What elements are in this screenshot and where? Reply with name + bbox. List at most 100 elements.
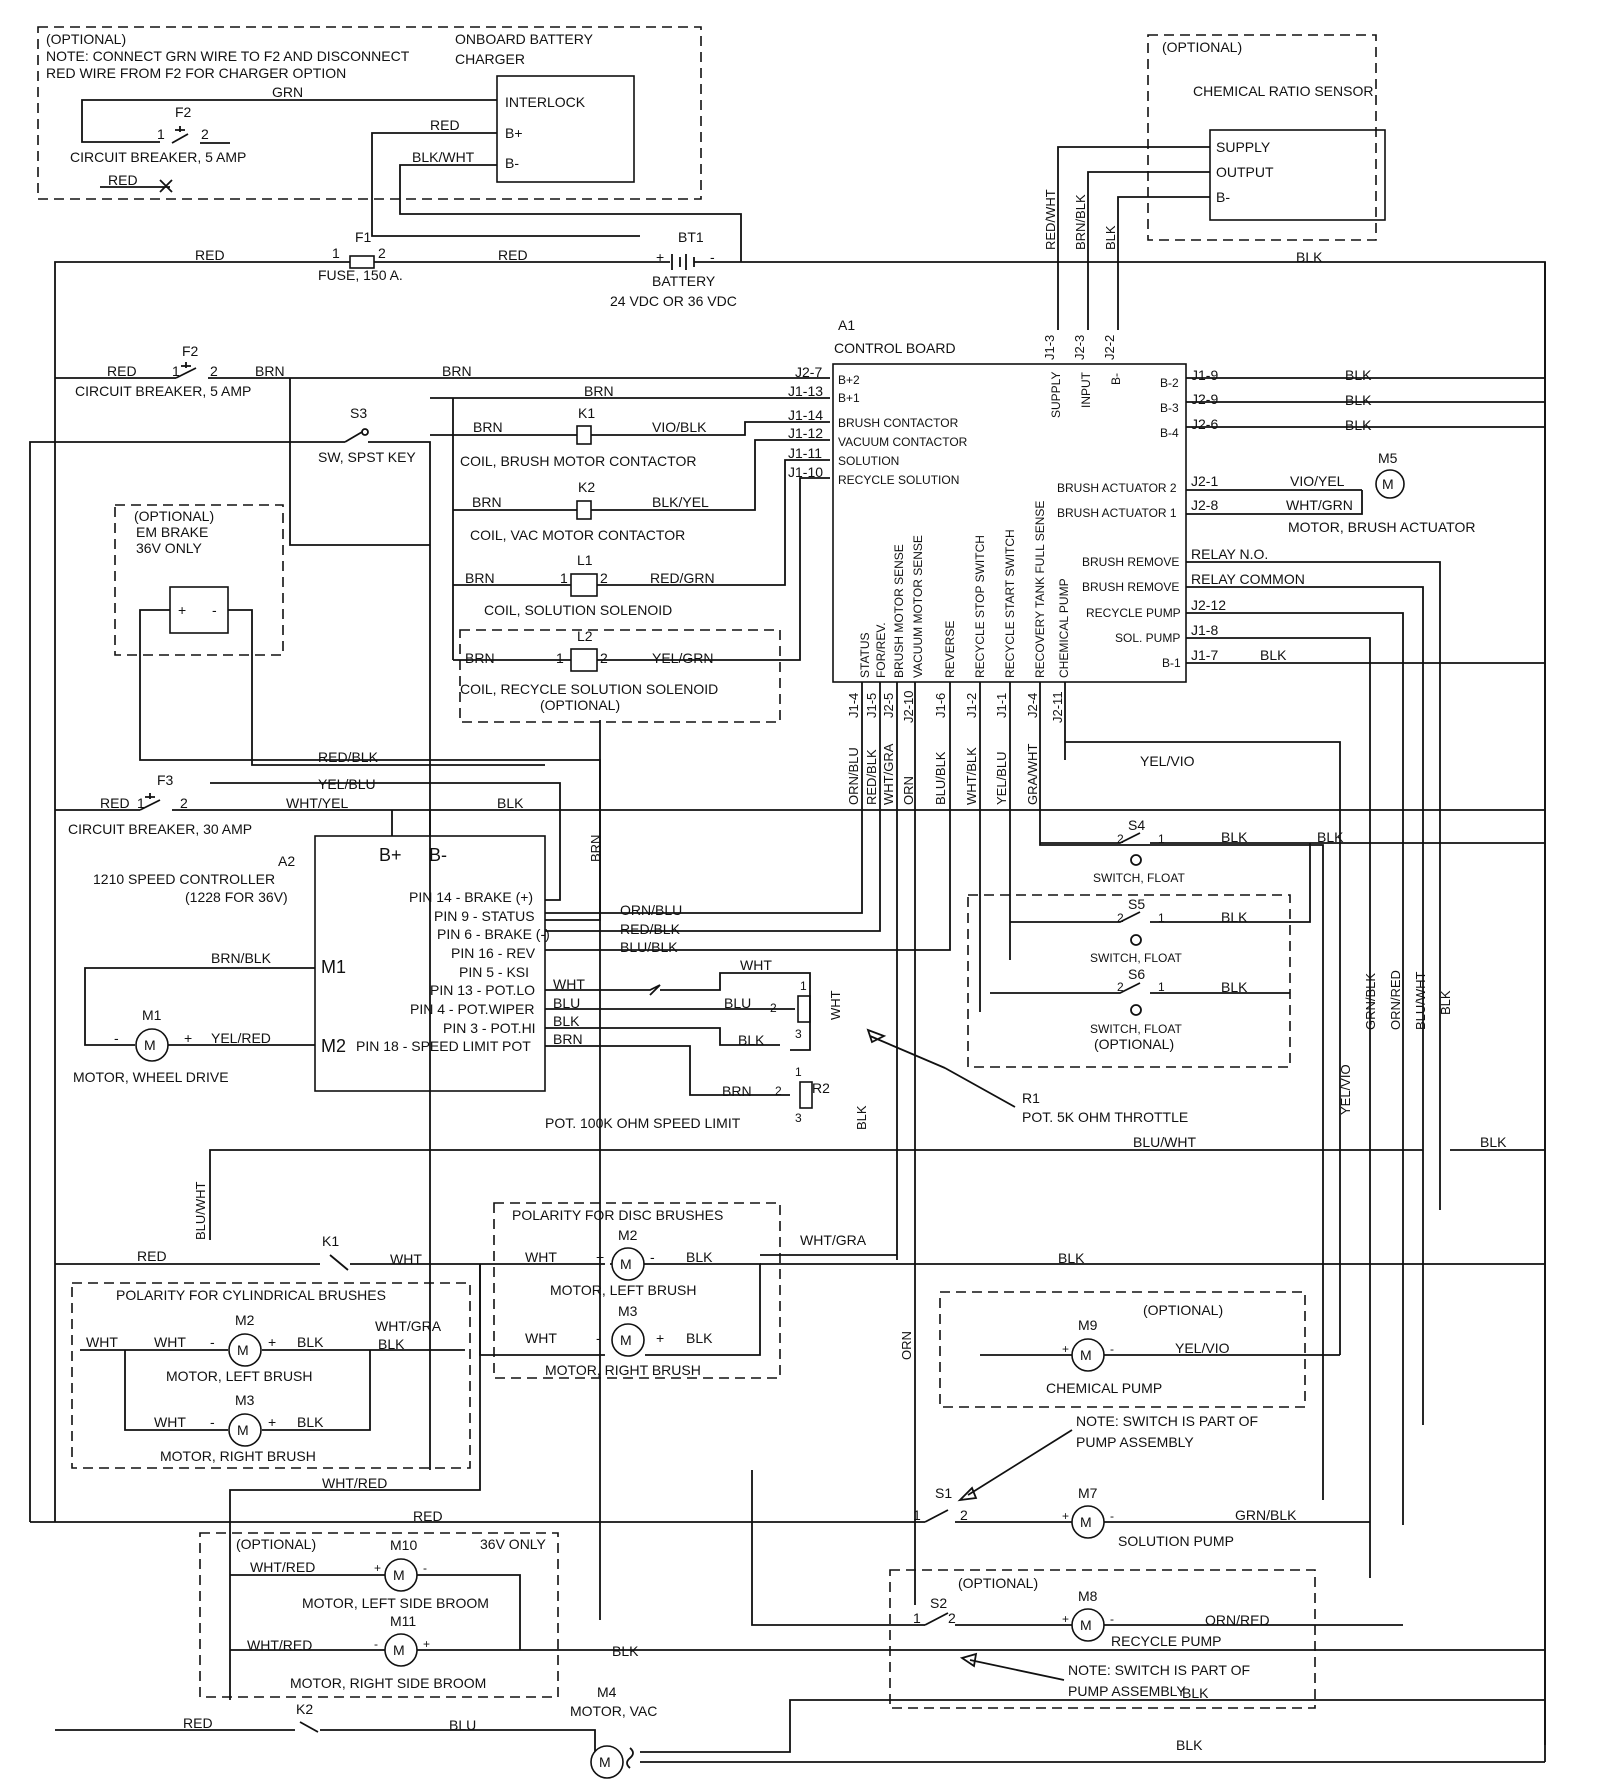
cyl-m3-label: MOTOR, RIGHT BRUSH [160,1448,316,1464]
cyl-m2-left: WHT [154,1334,186,1350]
chem-optional-label: (OPTIONAL) [1162,39,1242,55]
disc-m3-ref: M3 [618,1303,638,1319]
bt1-plus: + [656,249,664,265]
right-wire-ornred: ORN/RED [1388,970,1403,1030]
disc-m2-label: MOTOR, LEFT BRUSH [550,1282,697,1298]
s1-ref: S1 [935,1485,952,1501]
sc-pin-8: PIN 18 - SPEED LIMIT POT [356,1038,531,1054]
s3-key-icon [361,428,369,436]
disc-blk-wire [760,1254,1545,1265]
s4-label: SWITCH, FLOAT [1093,871,1185,885]
control-board-section: A1 CONTROL BOARD J2-7 B+2 J1-13 B+1 J1-1… [545,317,1545,1605]
l1-pin1: 1 [560,570,568,586]
l2-coil-wire [453,477,830,661]
f3-label: CIRCUIT BREAKER, 30 AMP [68,821,252,837]
sc-pot-blu: BLU [553,995,580,1011]
cb-left-j-3: J1-12 [788,425,823,441]
m11-motor-icon [384,1633,418,1667]
l1-pin2: 2 [600,570,608,586]
r1-pointer-arrow [866,1028,1016,1108]
s4-blk2: BLK [1317,829,1344,845]
cyl-m2-lp: - [210,1334,215,1350]
m7-minus: - [1110,1509,1114,1523]
cyl-whtgra: WHT/GRA [375,1318,442,1334]
bt1-ref: BT1 [678,229,704,245]
m5-ref: M5 [1378,450,1398,466]
disc-whtgra: WHT/GRA [800,1232,867,1248]
s6-ref: S6 [1128,966,1145,982]
cb-left-pins: J2-7 B+2 J1-13 B+1 J1-14 BRUSH CONTACTOR… [788,364,968,487]
f2-main-section: F2 1 2 RED BRN BRN CIRCUIT BREAKER, 5 AM… [29,343,830,1522]
bt1-minus: - [710,249,715,265]
m9-label: CHEMICAL PUMP [1046,1380,1162,1396]
cb-blk-ground-wires [1186,377,1545,428]
k2-right-wire: BLK/YEL [652,494,709,510]
disc-blk: BLK [1058,1250,1085,1266]
cb-right-pins: B-2 J1-9 BLK B-3 J2-9 BLK B-4 J2-6 BLK B… [1057,367,1372,670]
disc-m2-rp: - [650,1249,655,1265]
f2-opt-pin1: 1 [157,126,165,142]
cb-right-output-wires [1186,561,1545,1578]
sc-label2: (1228 FOR 36V) [185,889,288,905]
sc-wire-blublk: BLU/BLK [620,939,678,955]
s5-blk: BLK [1221,909,1248,925]
k2-coil-wire [453,439,830,511]
cb-bot-name-1: FOR/REV. [874,622,888,678]
sc-pin-4: PIN 5 - KSI [459,964,529,980]
em-brake-line1: EM BRAKE [136,524,208,540]
blk-main-label: BLK [1296,249,1323,265]
m4-coil-icon [626,1747,634,1769]
m8-plus: + [1062,1612,1069,1626]
m7-label: SOLUTION PUMP [1118,1533,1234,1549]
brooms-optional: (OPTIONAL) [236,1536,316,1552]
disc-m2-ref: M2 [618,1227,638,1243]
s2-pin1: 1 [913,1610,921,1626]
note-s2-arrow [959,1652,1065,1681]
s4-ref: S4 [1128,817,1145,833]
m11-rp: + [423,1637,430,1651]
cyl-title: POLARITY FOR CYLINDRICAL BRUSHES [116,1287,386,1303]
bottom-blk-2: BLK [1176,1737,1203,1753]
s2-pin2: 2 [948,1610,956,1626]
m8-motor-icon [1071,1608,1105,1642]
right-wire-bluwht: BLU/WHT [1413,971,1428,1030]
l2-ref: L2 [577,628,593,644]
k1-contact-ref: K1 [322,1233,339,1249]
float-switch-dashed-box [967,894,1291,1068]
cb-left-name-5: RECYCLE SOLUTION [838,473,959,487]
cb-right-name-1: B-3 [1160,401,1179,415]
m9-motor-icon [1071,1338,1105,1372]
grn-wire [81,99,497,120]
onboard-charger-section: (OPTIONAL) NOTE: CONNECT GRN WIRE TO F2 … [37,26,742,262]
f2-opt-cb-label: CIRCUIT BREAKER, 5 AMP [70,149,246,165]
note-s2-line2: PUMP ASSEMBLY [1068,1683,1186,1699]
k1-contact-wire [55,1254,480,1271]
k1-ref: K1 [578,405,595,421]
l1-left-wire: BRN [465,570,495,586]
cb-right-name-5: BRUSH REMOVE [1082,555,1179,569]
s3-key-switch-wire [29,431,431,1522]
chem-pin-supply: SUPPLY [1216,139,1271,155]
cyl-m2-label: MOTOR, LEFT BRUSH [166,1368,313,1384]
redblk-harness-label: RED/BLK [318,749,379,765]
m10-motor-icon [384,1558,418,1592]
cyl-m3-right: BLK [297,1414,324,1430]
red-disconnected-wire [100,179,173,193]
charger-pin-bplus: B+ [505,125,523,141]
disc-m3-glyph: M [620,1332,632,1348]
m1-glyph: M [144,1037,156,1053]
r1-pot-icon [797,995,811,1023]
r1-wht-vertical: WHT [828,990,843,1020]
r2-brn-label: BRN [722,1083,752,1099]
right-wire-blk: BLK [1438,990,1453,1015]
battery-label: BATTERY [652,273,716,289]
cb-right-name-3: BRUSH ACTUATOR 2 [1057,481,1177,495]
r2-ref: R2 [812,1080,830,1096]
f2-red-label: RED [107,363,137,379]
cb-left-name-1: B+1 [838,391,860,405]
cb-left-name-3: VACUUM CONTACTOR [838,435,968,449]
s5-pin2: 2 [1117,911,1124,925]
m8-glyph: M [1080,1617,1092,1633]
s6-wire [990,982,1290,994]
m7-plus: + [1062,1509,1069,1523]
